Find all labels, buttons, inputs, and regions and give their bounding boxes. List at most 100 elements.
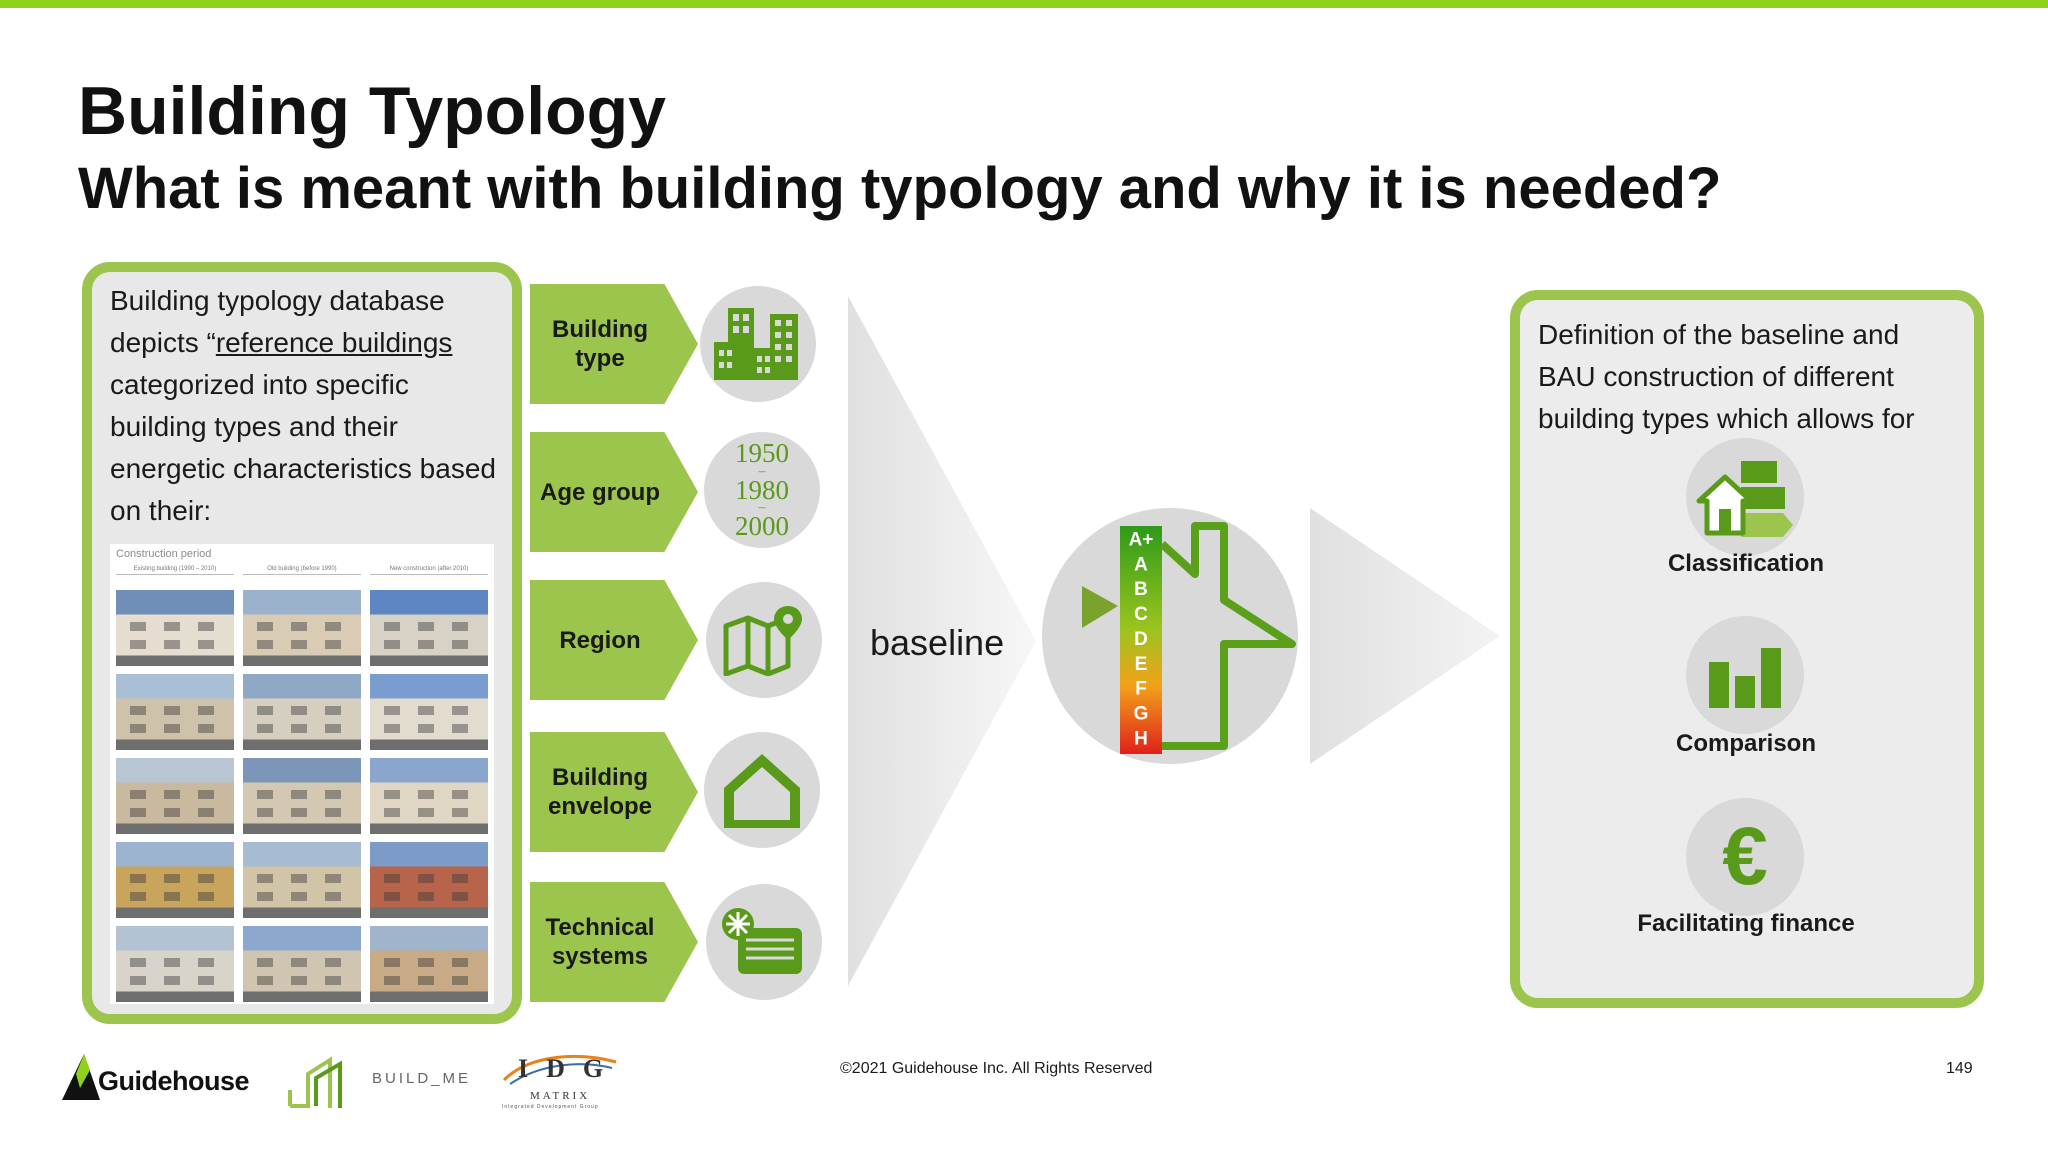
photo-window-detail [130,790,146,799]
photo-window-detail [325,892,341,901]
top-accent-bar [0,0,2048,8]
photo-window-detail [384,706,400,715]
euro-icon: € [1686,798,1804,916]
photo-window-detail [452,976,468,985]
photo-window-detail [130,892,146,901]
photo-window-detail [384,622,400,631]
photo-window-detail [291,640,307,649]
building-photo-grid: Construction period Existing building (1… [110,544,494,1004]
building-photo [370,590,488,666]
energy-class-letter: A+ [1129,529,1154,550]
energy-class-letter: G [1134,704,1149,725]
photo-window-detail [198,958,214,967]
photo-window-detail [257,892,273,901]
idg-subtitle: Integrated Development Group [502,1104,599,1110]
category-arrow [530,732,698,852]
year-label: 2000 [735,511,789,542]
photo-window-detail [257,976,273,985]
photo-grid-column-headers: Existing building (1990 – 2010) Old buil… [116,566,488,575]
photo-window-detail [418,958,434,967]
category-region: Region [559,626,641,654]
photo-window-detail [164,976,180,985]
energy-class-letter: D [1134,629,1148,650]
photo-window-detail [164,808,180,817]
photo-window-detail [452,892,468,901]
photo-window-detail [198,790,214,799]
energy-class-letter: E [1135,654,1148,675]
photo-window-detail [325,874,341,883]
photo-window-detail [291,808,307,817]
photo-window-detail [291,976,307,985]
photo-window-detail [257,622,273,631]
photo-window-detail [130,622,146,631]
euro-glyph: € [1722,811,1768,902]
buildings-icon [700,286,816,402]
photo-window-detail [257,706,273,715]
year-separator: – [758,500,766,516]
energy-class-letter: C [1134,604,1148,625]
photo-window-detail [325,976,341,985]
photo-window-detail [384,808,400,817]
baseline-label: baseline [870,622,1005,663]
page-title: Building Typology [78,73,666,149]
building-photo [116,926,234,1002]
photo-window-detail [325,640,341,649]
photo-column-header: Existing building (1990 – 2010) [116,566,234,575]
building-photo [243,842,361,918]
building-photo [243,926,361,1002]
description-text-start: Building typology database depicts “ [110,285,445,358]
guidehouse-logo-icon [62,1054,100,1100]
classification-label: Classification [1667,550,1825,577]
photo-window-detail [452,874,468,883]
photo-window-detail [418,724,434,733]
bar-chart-icon [1686,616,1804,734]
photo-window-detail [384,640,400,649]
building-photo [116,590,234,666]
photo-window-detail [325,958,341,967]
photo-window-detail [384,724,400,733]
photo-window-detail [452,724,468,733]
building-photo [370,674,488,750]
photo-window-detail [198,892,214,901]
photo-window-detail [198,724,214,733]
photo-window-detail [384,958,400,967]
photo-window-detail [418,790,434,799]
photo-window-detail [384,790,400,799]
category-building-type: Building type [552,316,648,372]
facilitating-finance-label: Facilitating finance [1637,910,1855,937]
photo-window-detail [257,808,273,817]
photo-window-detail [384,892,400,901]
photo-window-detail [325,790,341,799]
photo-window-detail [198,622,214,631]
build-me-logo-text: BUILD_ME [372,1070,472,1087]
energy-class-letter: B [1134,579,1148,600]
photo-window-detail [384,874,400,883]
photo-window-detail [257,958,273,967]
years-icon: 1950 – 1980 – 2000 [704,432,820,548]
reference-buildings-link[interactable]: reference buildings [215,327,453,358]
photo-window-detail [452,790,468,799]
photo-window-detail [198,706,214,715]
photo-window-detail [452,808,468,817]
idg-matrix-text: MATRIX [530,1090,591,1102]
photo-window-detail [130,808,146,817]
building-photo [370,926,488,1002]
photo-window-detail [257,874,273,883]
photo-window-detail [291,790,307,799]
photo-window-detail [418,874,434,883]
result-arrow [1310,508,1500,764]
photo-window-detail [291,892,307,901]
photo-window-detail [130,958,146,967]
idg-logo-swoosh [502,1054,617,1085]
photo-window-detail [418,808,434,817]
photo-window-detail [291,874,307,883]
photo-window-detail [384,976,400,985]
photo-window-detail [291,724,307,733]
category-building-envelope: Building envelope [547,764,653,820]
hvac-unit-icon [706,884,822,1000]
photo-window-detail [418,892,434,901]
photo-window-detail [257,640,273,649]
building-photo [243,590,361,666]
idg-logo-text: IDG [518,1054,622,1083]
